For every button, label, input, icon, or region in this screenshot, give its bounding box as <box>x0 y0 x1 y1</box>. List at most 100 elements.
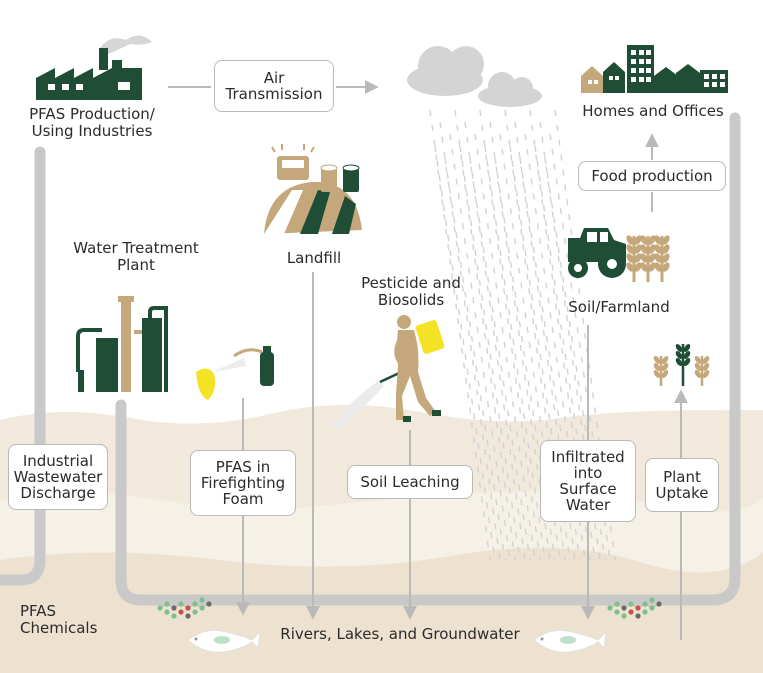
pfas-chemicals-label: PFAS Chemicals <box>20 602 98 637</box>
food-production-box: Food production <box>578 161 726 191</box>
molecule-atom <box>171 613 177 619</box>
molecule-atom <box>635 613 641 619</box>
sprout-leaf <box>675 351 683 359</box>
rain-streak <box>459 145 521 561</box>
wheat-grain <box>626 262 634 272</box>
rain-streak <box>524 133 586 561</box>
molecule-atom <box>206 601 212 607</box>
wheat-grain <box>634 244 642 254</box>
water-treatment-label: Water Treatment Plant <box>73 239 199 274</box>
sprout-leaf <box>661 363 669 371</box>
wheat-grain <box>654 235 662 245</box>
wheat-grain <box>648 262 656 272</box>
soil-leaching-box: Soil Leaching <box>347 465 473 499</box>
sprout-leaf <box>694 363 702 371</box>
tractor-icon <box>568 228 626 278</box>
molecule-atom <box>642 609 648 615</box>
sprout-leaf <box>702 363 710 371</box>
sprayer-person-icon <box>328 315 445 428</box>
molecule-atom <box>185 613 191 619</box>
sprout-leaf <box>683 351 691 359</box>
molecule-atom <box>649 605 655 611</box>
air-transmission-box: Air Transmission <box>214 60 334 112</box>
sprout-leaf <box>702 370 710 378</box>
sprout-leaf <box>653 356 661 364</box>
infiltrated-box: Infiltrated into Surface Water <box>540 440 636 522</box>
pipe-industry-discharge <box>0 146 46 586</box>
wheat-grain <box>662 253 670 263</box>
sprout-icon <box>653 344 710 386</box>
wheat-grain <box>640 253 648 263</box>
molecule-atom <box>621 613 627 619</box>
rain-streak <box>434 145 496 561</box>
molecule-atom <box>614 601 620 607</box>
wheat-grain <box>662 244 670 254</box>
molecule-atom <box>164 609 170 615</box>
molecule-icon <box>157 597 212 619</box>
molecule-atom <box>192 601 198 607</box>
sprout-leaf <box>694 370 702 378</box>
molecule-atom <box>607 605 613 611</box>
rain-streak <box>474 133 536 561</box>
molecule-atom <box>185 605 191 611</box>
fish-icon <box>187 629 261 653</box>
molecule-atom <box>635 605 641 611</box>
rivers-label: Rivers, Lakes, and Groundwater <box>280 625 520 643</box>
fire-extinguisher-icon <box>196 346 274 400</box>
wheat-grain <box>648 244 656 254</box>
sprout-leaf <box>653 363 661 371</box>
soil-farmland-label: Soil/Farmland <box>568 298 670 316</box>
sprout-leaf <box>661 370 669 378</box>
wheat-grain <box>662 262 670 272</box>
landfill-label: Landfill <box>286 249 342 267</box>
sprout-leaf <box>675 358 683 366</box>
sprout-leaf <box>653 370 661 378</box>
wheat-grain <box>634 235 642 245</box>
rain-streak <box>549 133 611 561</box>
wheat-icon <box>626 235 670 282</box>
wheat-grain <box>626 253 634 263</box>
sprout-leaf <box>675 344 683 352</box>
molecule-atom <box>199 597 205 603</box>
molecule-atom <box>157 605 163 611</box>
factory-icon <box>36 35 152 100</box>
industries-label: PFAS Production/ Using Industries <box>29 105 155 140</box>
molecule-atom <box>178 601 184 607</box>
rain-streak <box>454 109 516 561</box>
wheat-grain <box>662 235 670 245</box>
wheat-grain <box>654 253 662 263</box>
molecule-atom <box>171 605 177 611</box>
wheat-grain <box>626 235 634 245</box>
molecule-atom <box>199 605 205 611</box>
wheat-grain <box>648 253 656 263</box>
rain-streak <box>499 133 561 561</box>
wheat-grain <box>654 262 662 272</box>
sprout-leaf <box>683 344 691 352</box>
molecule-icon <box>607 597 662 619</box>
sprout-leaf <box>702 356 710 364</box>
industrial-discharge-box: Industrial Wastewater Discharge <box>8 444 108 510</box>
molecule-atom <box>642 601 648 607</box>
plant-uptake-box: Plant Uptake <box>645 458 719 512</box>
rain-streak <box>484 145 546 561</box>
sprout-leaf <box>661 356 669 364</box>
wheat-grain <box>648 235 656 245</box>
molecule-atom <box>628 601 634 607</box>
sprout-leaf <box>694 356 702 364</box>
rain-streak <box>449 133 511 561</box>
water-treatment-icon <box>76 296 168 392</box>
houses-icon <box>581 45 728 93</box>
wheat-grain <box>634 262 642 272</box>
molecule-atom <box>628 609 634 615</box>
molecule-atom <box>614 609 620 615</box>
firefighting-foam-box: PFAS in Firefighting Foam <box>190 450 296 516</box>
molecule-atom <box>192 609 198 615</box>
cloud-rain-icon <box>407 46 542 107</box>
rain-streak <box>429 109 491 561</box>
pipe-main-channel <box>115 112 741 606</box>
molecule-atom <box>656 601 662 607</box>
homes-label: Homes and Offices <box>582 102 724 120</box>
molecule-atom <box>164 601 170 607</box>
